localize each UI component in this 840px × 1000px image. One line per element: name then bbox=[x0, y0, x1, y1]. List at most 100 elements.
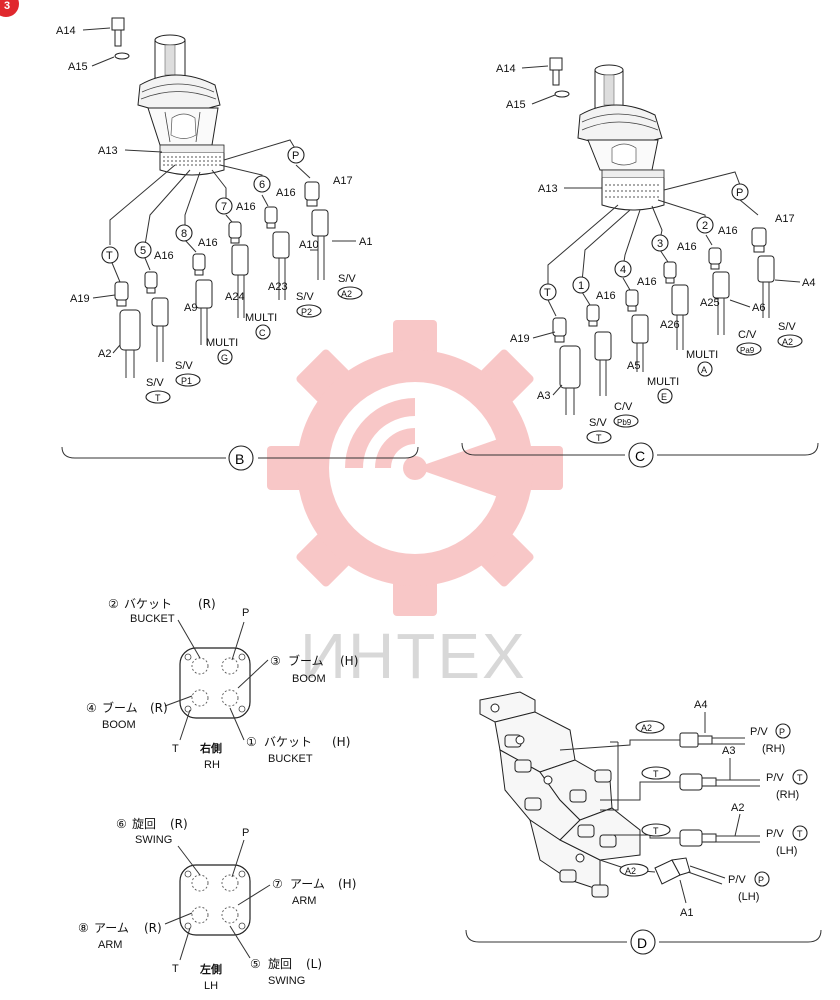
svg-text:Pa9: Pa9 bbox=[740, 346, 755, 355]
part-a1-d: A1 bbox=[680, 907, 693, 919]
port-p-b: P bbox=[292, 150, 299, 162]
pad-lh-side-en: LH bbox=[204, 980, 218, 992]
pad-rh-port1: ① バケット (H) BUCKET bbox=[246, 735, 350, 765]
dest-cv-pb9-c: C/V bbox=[614, 401, 633, 413]
pad-lh-port5: ⑤ 旋回 (L) SWING bbox=[250, 957, 322, 987]
svg-text:T: T bbox=[596, 433, 602, 443]
pad-rh-port3: ③ ブーム (H) BOOM bbox=[270, 653, 358, 685]
port-p-c: P bbox=[736, 187, 743, 199]
svg-text:(R): (R) bbox=[150, 701, 168, 715]
part-a16-b3: A16 bbox=[198, 237, 218, 249]
pad-rh-port4: ④ ブーム (R) BOOM bbox=[86, 700, 168, 731]
part-a17-b: A17 bbox=[333, 175, 353, 187]
part-a24-b: A24 bbox=[225, 291, 245, 303]
svg-text:T: T bbox=[155, 393, 161, 403]
section-d-title: D bbox=[637, 935, 647, 951]
section-c: P 2 3 4 1 T A14 A15 A13 A17 bbox=[461, 57, 819, 468]
dest-sv-a2-c: S/V bbox=[778, 321, 796, 333]
svg-text:BUCKET: BUCKET bbox=[130, 613, 175, 625]
svg-text:(RH): (RH) bbox=[762, 743, 785, 755]
tag-a2-bot: A2 bbox=[625, 866, 636, 876]
svg-text:(R): (R) bbox=[144, 921, 162, 935]
part-a1-b: A1 bbox=[359, 236, 372, 248]
pad-lh-port7: ⑦ アーム (H) ARM bbox=[272, 877, 356, 907]
svg-text:P/V: P/V bbox=[766, 828, 784, 840]
pad-lh-port8: ⑧ アーム (R) ARM bbox=[78, 921, 162, 951]
svg-text:アーム: アーム bbox=[290, 877, 325, 891]
part-a3-c: A3 bbox=[537, 390, 550, 402]
dest-sv-t-b: S/V bbox=[146, 377, 164, 389]
svg-text:(H): (H) bbox=[340, 654, 358, 668]
svg-text:バケット: バケット bbox=[264, 735, 312, 749]
dest-sv-p1-b: S/V bbox=[175, 360, 193, 372]
svg-text:T: T bbox=[797, 829, 803, 839]
svg-text:④: ④ bbox=[86, 701, 97, 715]
part-a16-c: A16 bbox=[718, 225, 738, 237]
svg-text:(H): (H) bbox=[332, 735, 350, 749]
part-a19-b: A19 bbox=[70, 293, 90, 305]
port-7-b: 7 bbox=[221, 201, 227, 213]
svg-text:SWING: SWING bbox=[135, 834, 172, 846]
part-a15-c: A15 bbox=[506, 99, 526, 111]
svg-text:P/V: P/V bbox=[750, 726, 768, 738]
section-c-title: C bbox=[635, 448, 645, 464]
part-a4-d: A4 bbox=[694, 699, 707, 711]
port-2-c: 2 bbox=[702, 220, 708, 232]
tag-t-1: T bbox=[653, 769, 659, 779]
port-t-b: T bbox=[106, 250, 113, 262]
section-d: A2 T T A2 A4 A3 A2 A1 P/V P (RH) bbox=[465, 691, 822, 955]
hose-fittings-d bbox=[654, 732, 717, 885]
part-a15-b: A15 bbox=[68, 61, 88, 73]
svg-text:アーム: アーム bbox=[94, 921, 129, 935]
svg-text:E: E bbox=[661, 392, 667, 402]
dest-sv-a2-b: S/V bbox=[338, 273, 356, 285]
part-a16-b4: A16 bbox=[154, 250, 174, 262]
svg-text:T: T bbox=[797, 773, 803, 783]
part-a14-c: A14 bbox=[496, 63, 516, 75]
svg-text:(RH): (RH) bbox=[776, 789, 799, 801]
port-6-b: 6 bbox=[259, 179, 265, 191]
part-a16-c4: A16 bbox=[596, 290, 616, 302]
dest-multi-e-c: MULTI bbox=[647, 376, 679, 388]
dest-sv-p2-b: S/V bbox=[296, 291, 314, 303]
svg-text:P/V: P/V bbox=[766, 772, 784, 784]
svg-text:P1: P1 bbox=[181, 376, 192, 386]
part-a13-c: A13 bbox=[538, 183, 558, 195]
port-1-c: 1 bbox=[578, 280, 584, 292]
svg-text:ARM: ARM bbox=[98, 939, 122, 951]
control-valve-block bbox=[479, 691, 641, 898]
watermark-text: ИНТЕХ bbox=[300, 620, 527, 692]
port-4-c: 4 bbox=[620, 264, 626, 276]
part-a2-b: A2 bbox=[98, 348, 111, 360]
fittings-b bbox=[114, 181, 329, 351]
part-a4-c: A4 bbox=[802, 277, 815, 289]
section-b-title: B bbox=[235, 451, 244, 467]
svg-text:3: 3 bbox=[4, 0, 10, 12]
dest-multi-c-b: MULTI bbox=[245, 312, 277, 324]
svg-text:(H): (H) bbox=[338, 877, 356, 891]
svg-text:C: C bbox=[259, 328, 266, 338]
conn-pv-t-rh: P/V T (RH) bbox=[766, 769, 808, 801]
port-8-b: 8 bbox=[181, 228, 187, 240]
pad-rh-p: P bbox=[242, 607, 249, 619]
fittings-c bbox=[552, 227, 775, 389]
svg-text:Pb9: Pb9 bbox=[617, 418, 632, 427]
svg-text:(LH): (LH) bbox=[738, 891, 759, 903]
port-3-c: 3 bbox=[657, 238, 663, 250]
pad-rh-port2: ② バケット (R) BUCKET bbox=[108, 597, 216, 625]
part-a3-d: A3 bbox=[722, 745, 735, 757]
part-a10-b: A10 bbox=[299, 239, 319, 251]
svg-text:A: A bbox=[701, 365, 707, 375]
svg-text:P2: P2 bbox=[301, 307, 312, 317]
svg-text:(L): (L) bbox=[306, 957, 322, 971]
part-a9-b: A9 bbox=[184, 302, 197, 314]
svg-text:⑦: ⑦ bbox=[272, 877, 283, 891]
svg-text:P: P bbox=[758, 875, 764, 885]
svg-text:ブーム: ブーム bbox=[288, 653, 324, 668]
svg-text:バケット: バケット bbox=[124, 597, 172, 611]
pad-diagram-lh: P T 左側 LH ⑥ 旋回 (R) SWING ⑦ アーム (H) ARM ⑧… bbox=[78, 817, 356, 992]
section-b: P 6 7 8 5 T A14 A15 bbox=[56, 17, 419, 471]
svg-text:(R): (R) bbox=[170, 817, 188, 831]
port-t-c: T bbox=[544, 287, 551, 299]
page-badge: 3 bbox=[0, 0, 19, 17]
